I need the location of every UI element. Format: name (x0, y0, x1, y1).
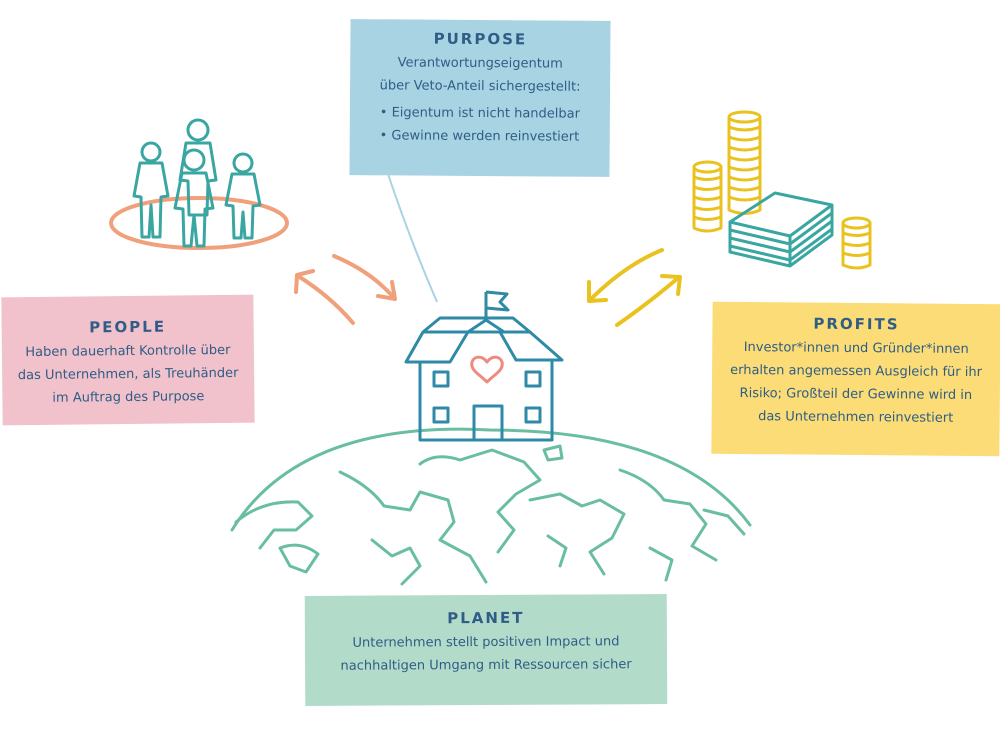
planet-line: Unternehmen stellt positiven Impact und (352, 634, 620, 651)
house-icon (404, 290, 564, 442)
profits-card: PROFITS Investor*innen und Gründer*innen… (711, 301, 1000, 457)
purpose-bullet: Eigentum ist nicht handelbar (380, 101, 581, 125)
profits-line: das Unternehmen reinvestiert (758, 409, 954, 426)
people-line: das Unternehmen, als Treuhänder (17, 365, 239, 384)
people-line: im Auftrag des Purpose (52, 389, 205, 406)
people-line: Haben dauerhaft Kontrolle über (25, 342, 231, 361)
purpose-title: PURPOSE (433, 29, 528, 49)
profits-line: Risiko; Großteil der Gewinne wird in (739, 385, 973, 404)
profits-arrows-icon (587, 248, 682, 327)
purpose-pointer-line (384, 164, 438, 303)
money-icon (692, 110, 872, 270)
people-title: PEOPLE (89, 317, 167, 337)
globe-icon (230, 427, 752, 586)
planet-line: nachhaltigen Umgang mit Ressourcen siche… (340, 657, 632, 674)
profits-line: Investor*innen und Gründer*innen (743, 340, 969, 357)
people-arrows-icon (294, 254, 397, 325)
purpose-line-1: Verantwortungseigentum (397, 55, 563, 72)
people-ring (109, 196, 289, 250)
purpose-bullet-list: Eigentum ist nicht handelbar Gewinne wer… (380, 101, 581, 148)
planet-title: PLANET (447, 608, 525, 628)
profits-title: PROFITS (813, 314, 900, 334)
heart-icon (470, 355, 504, 384)
people-card: PEOPLE Haben dauerhaft Kontrolle über da… (1, 294, 255, 426)
purpose-bullet: Gewinne werden reinvestiert (380, 124, 580, 148)
profits-line: erhalten angemessen Ausgleich für ihr (730, 362, 983, 381)
purpose-line-2: über Veto-Anteil sichergestellt: (379, 78, 581, 95)
purpose-card: PURPOSE Verantwortungseigentum über Veto… (349, 19, 611, 177)
people-group-icon (109, 118, 289, 250)
planet-card: PLANET Unternehmen stellt positiven Impa… (304, 594, 668, 706)
